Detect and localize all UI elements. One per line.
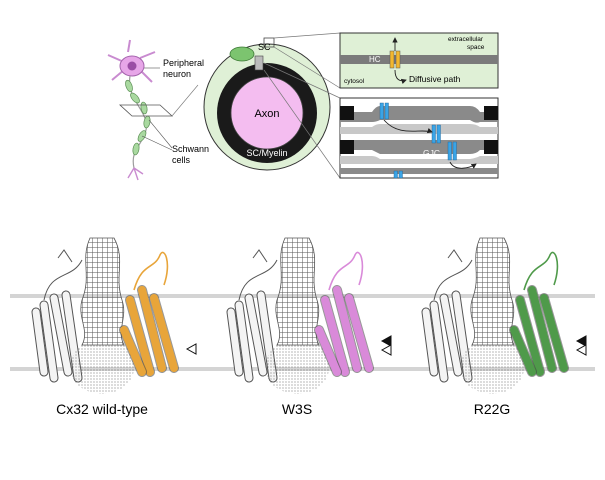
sc-label: SC	[258, 42, 271, 52]
structure-0: Cx32 wild-type	[31, 237, 197, 417]
structure-caption-1: W3S	[282, 401, 312, 417]
neuron-label-line1: Peripheral	[163, 58, 204, 68]
hemichannel-left	[389, 50, 395, 69]
sc-nucleus	[229, 46, 255, 62]
neuron-illustration	[107, 39, 199, 181]
cytosol-label: cytosol	[344, 78, 365, 85]
axon-cross-section	[203, 37, 331, 171]
schwann-label-line2: cells	[172, 155, 191, 165]
mutation-marker-icon	[380, 344, 392, 356]
pore-mesh	[470, 237, 515, 346]
vestibule-dots	[265, 345, 330, 394]
extracellular-label-line1: extracellular	[448, 36, 484, 43]
structure-2: R22G	[421, 237, 587, 417]
gap-junction-inset	[339, 97, 499, 179]
structure-caption-0: Cx32 wild-type	[56, 401, 148, 417]
diffusive-path-label: Diffusive path	[409, 74, 461, 84]
mutation-marker-icon	[575, 335, 587, 347]
axon-label: Axon	[254, 108, 279, 120]
mutation-marker-icon	[185, 343, 197, 355]
schwann-label-line1: Schwann	[172, 144, 209, 154]
vestibule-dots	[460, 345, 525, 394]
mutation-marker-icon	[380, 335, 392, 347]
myelin-label: SC/Myelin	[246, 148, 287, 158]
pore-mesh	[275, 237, 320, 346]
structures-row: Cx32 wild-type W3S R22G	[31, 237, 587, 417]
axon-core	[230, 76, 304, 150]
schwann-cells	[125, 79, 151, 156]
vestibule-dots	[70, 345, 135, 394]
structure-caption-2: R22G	[474, 401, 511, 417]
extracellular-label-line2: space	[467, 44, 485, 51]
hc-label: HC	[369, 55, 381, 64]
hemichannel-right	[395, 50, 401, 69]
gjc-label: GJC	[423, 148, 440, 158]
hemichannel-inset	[339, 32, 499, 89]
pore-mesh	[80, 237, 125, 346]
mutation-marker-icon	[575, 344, 587, 356]
structure-1: W3S	[226, 237, 392, 417]
neuron-label-line2: neuron	[163, 69, 191, 79]
